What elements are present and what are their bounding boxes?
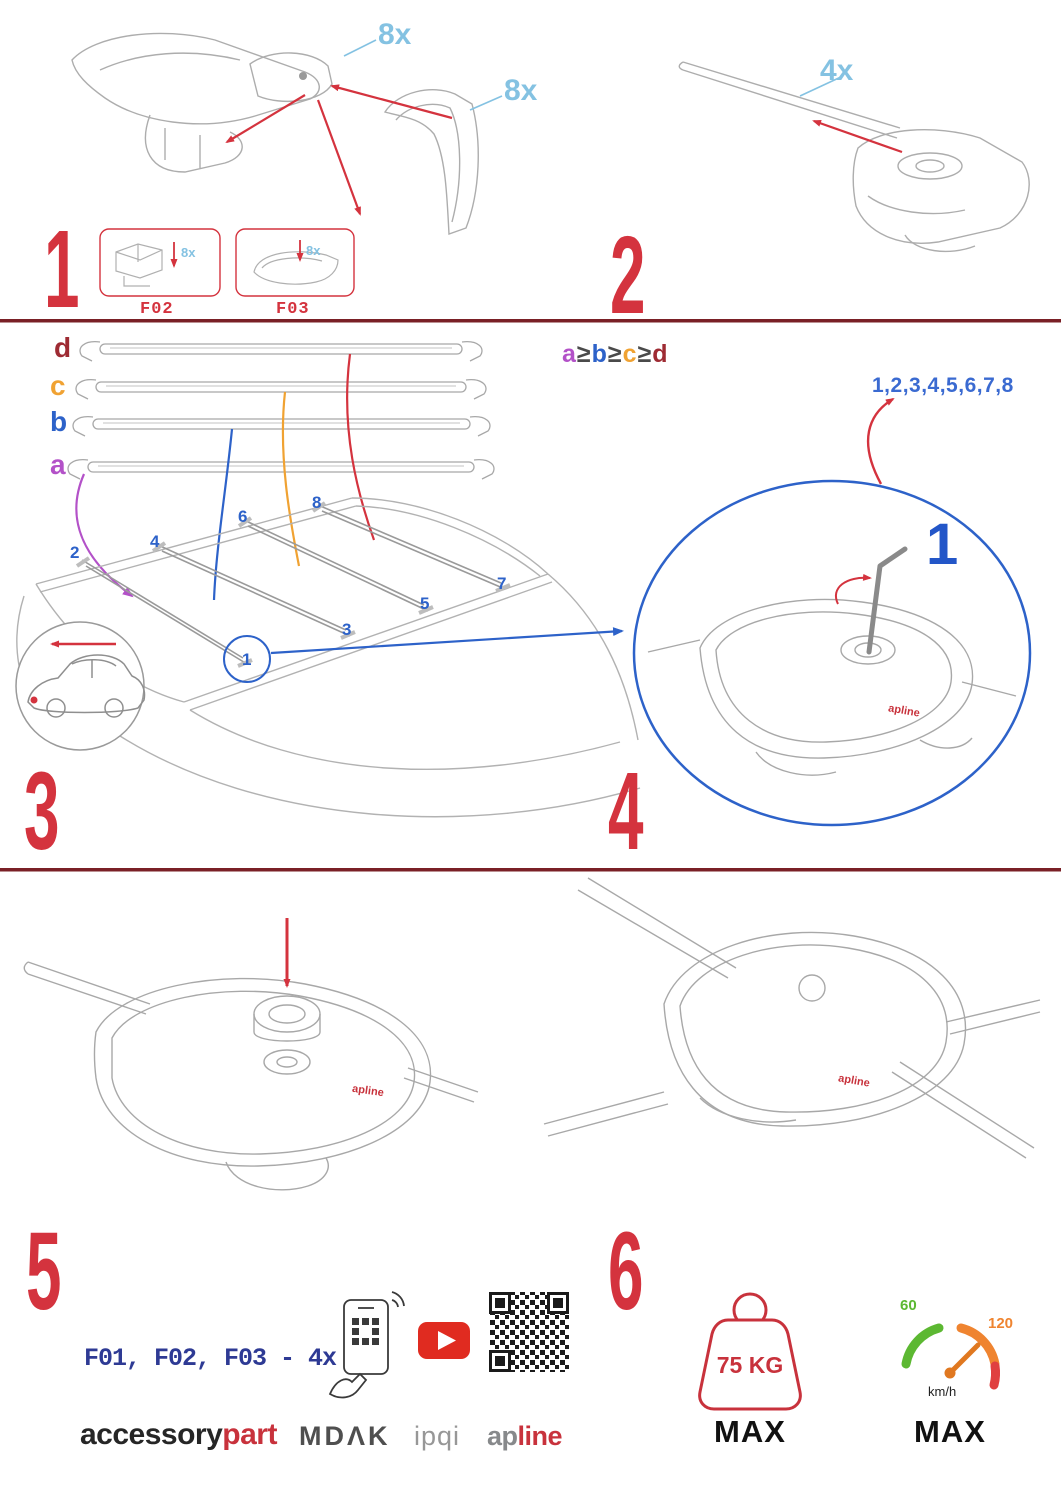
f02-qty: 8x xyxy=(181,245,196,260)
apline-logo: apline xyxy=(487,1421,563,1451)
qty-bar: 4x xyxy=(820,54,854,87)
speed-max-label: MAX xyxy=(914,1414,986,1449)
qty-cover: 8x xyxy=(504,74,538,107)
position-7: 7 xyxy=(497,574,507,593)
formula-gte-1: ≥ xyxy=(576,340,592,368)
position-1: 1 xyxy=(242,650,252,669)
qr-code xyxy=(489,1292,569,1372)
divider-top xyxy=(0,319,1061,323)
divider-bottom xyxy=(0,868,1061,872)
tightening-sequence: 1,2,3,4,5,6,7,8 xyxy=(872,374,1014,397)
zoom-callout-number: 1 xyxy=(926,512,959,577)
position-3: 3 xyxy=(342,620,352,639)
zoom-pointer-arrow xyxy=(270,627,624,655)
part-box-arrows xyxy=(170,240,304,268)
f03-label: F03 xyxy=(276,300,310,319)
step2-qty-pointer xyxy=(799,75,844,97)
step2-number: 2 xyxy=(610,214,645,337)
rotate-arrow xyxy=(835,573,872,605)
step4-number: 4 xyxy=(608,750,643,873)
bar-label-b: b xyxy=(50,406,68,437)
qty-endcap: 8x xyxy=(378,18,412,51)
step5-clamp-drawing xyxy=(23,961,479,1191)
sequence-arrow xyxy=(866,397,895,485)
speed-low-label: 60 xyxy=(900,1297,917,1314)
step5-number: 5 xyxy=(26,1210,61,1333)
f02-box xyxy=(99,228,221,297)
weight-max-icon xyxy=(698,1292,802,1411)
allen-key-icon xyxy=(866,546,908,655)
parts-note: F01, F02, F03 - 4x xyxy=(84,1344,337,1373)
position-6: 6 xyxy=(238,507,248,526)
formula-gte-2: ≥ xyxy=(607,340,623,368)
step6-number: 6 xyxy=(608,1210,643,1333)
apline-logo-red: line xyxy=(517,1421,563,1451)
bar-label-c: c xyxy=(50,370,66,401)
apline-logo-gray: ap xyxy=(487,1421,518,1451)
step1-arrows xyxy=(225,84,453,216)
accessorypart-logo: accessorypart xyxy=(80,1420,277,1450)
step2-bar-drawing xyxy=(678,61,1030,253)
position-4: 4 xyxy=(150,532,160,551)
step1-qty-pointers xyxy=(343,39,503,111)
phone-scan-icon xyxy=(328,1291,405,1399)
step1-bar-drawing xyxy=(71,32,333,173)
mdak-logo: MDΛK xyxy=(299,1421,391,1451)
weight-limit-value: 75 KG xyxy=(716,1352,784,1378)
f03-part-drawing xyxy=(253,251,339,285)
f03-qty: 8x xyxy=(306,243,321,258)
speed-high-label: 120 xyxy=(988,1315,1014,1332)
clamp-zoom-drawing xyxy=(647,598,1017,776)
step3-number: 3 xyxy=(24,750,59,873)
bar-label-d: d xyxy=(54,332,72,363)
car-direction-inset xyxy=(15,621,146,751)
crossbars-drawing xyxy=(67,341,495,480)
ipqi-logo: ipqi xyxy=(414,1421,461,1451)
speed-unit-label: km/h xyxy=(928,1384,957,1399)
youtube-icon xyxy=(418,1322,470,1359)
zoom-circle xyxy=(632,479,1032,827)
f02-label: F02 xyxy=(140,300,174,319)
roof-crossbars xyxy=(75,501,511,668)
speedometer-icon xyxy=(901,1323,1000,1390)
step1-number: 1 xyxy=(44,208,79,331)
formula-a: a xyxy=(562,340,577,368)
bar-position-wires xyxy=(75,353,376,601)
formula-c: c xyxy=(622,340,638,368)
bar-label-a: a xyxy=(50,449,66,480)
position-5: 5 xyxy=(420,594,430,613)
position1-highlight-circle xyxy=(223,635,271,683)
step2-arrow xyxy=(812,119,903,154)
bar-length-formula: a≥b≥c≥d xyxy=(562,340,669,369)
position-8: 8 xyxy=(312,493,322,512)
step1-cover-drawing xyxy=(383,88,479,235)
f02-part-drawing xyxy=(115,243,163,287)
step6-clamp-drawing xyxy=(543,877,1041,1159)
formula-d: d xyxy=(652,340,669,368)
accessorypart-logo-black: accessory xyxy=(80,1418,223,1451)
formula-b: b xyxy=(591,340,608,368)
position-2: 2 xyxy=(70,543,80,562)
weight-max-label: MAX xyxy=(714,1414,786,1449)
f03-box xyxy=(235,228,355,297)
formula-gte-3: ≥ xyxy=(637,340,653,368)
accessorypart-logo-red: part xyxy=(222,1418,277,1451)
